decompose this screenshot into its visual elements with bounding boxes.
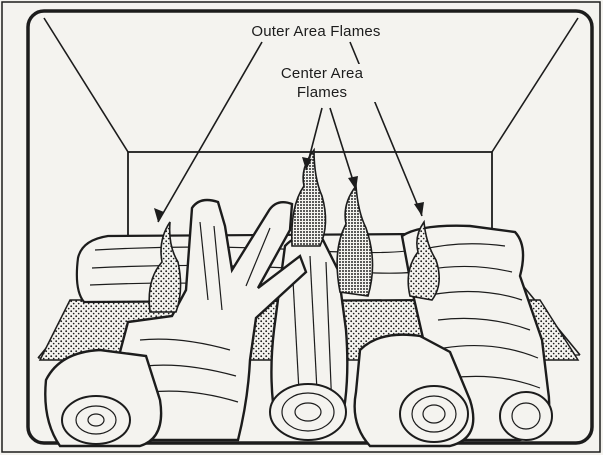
outer-area-flames-label: Outer Area Flames [228, 22, 404, 41]
front-log-left [45, 350, 161, 446]
center-area-flames-label: Center Area Flames [258, 64, 386, 102]
center-area-flames-label-line1: Center Area [261, 64, 383, 83]
center-log [270, 235, 347, 440]
center-area-flames-label-line2: Flames [261, 83, 383, 102]
